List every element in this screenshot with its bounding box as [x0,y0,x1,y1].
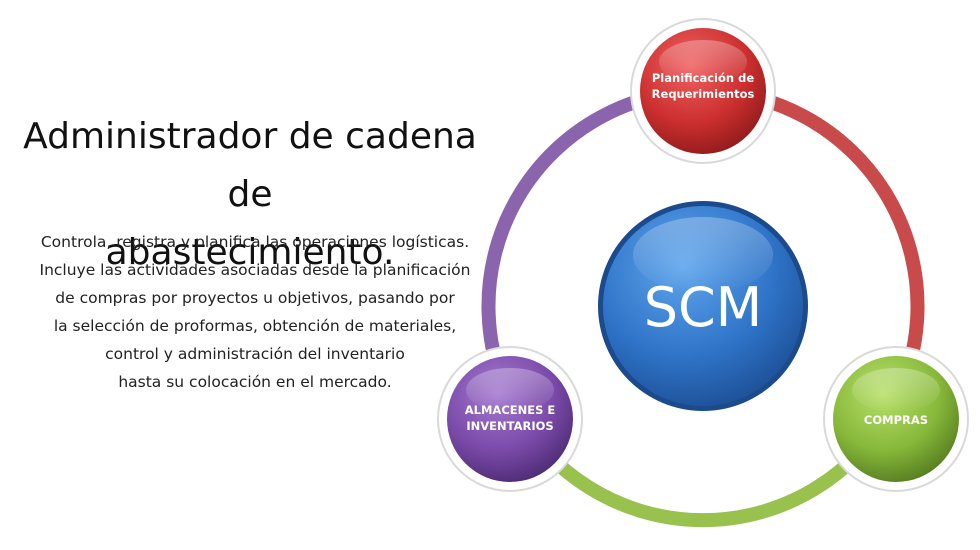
description-line-2: Incluye las actividades asociadas desde … [39,261,471,279]
description: Controla, registra y planifica las opera… [0,228,510,396]
node-planificacion-line-2: Requerimientos [652,87,755,101]
node-planificacion: Planificación de Requerimientos [630,18,776,164]
description-line-1: Controla, registra y planifica las opera… [40,233,470,251]
node-compras: COMPRAS [823,346,969,492]
center-label: SCM [644,276,763,339]
center-node-scm: SCM [598,201,808,411]
description-line-5: control y administración del inventario [105,345,405,363]
description-line-6: hasta su colocación en el mercado. [118,373,392,391]
node-almacenes-line-2: INVENTARIOS [466,419,553,433]
title-line-2: abastecimiento. [105,232,395,273]
node-almacenes: ALMACENES E INVENTARIOS [437,346,583,492]
title-line-1: Administrador de cadena de [23,116,477,215]
node-compras-label: COMPRAS [864,413,928,427]
description-line-3: de compras por proyectos u objetivos, pa… [55,289,455,307]
description-line-4: la selección de proformas, obtención de … [53,317,457,335]
node-planificacion-line-1: Planificación de [652,71,754,85]
node-almacenes-line-1: ALMACENES E [465,403,556,417]
page-title: Administrador de cadena de abastecimient… [0,108,500,282]
